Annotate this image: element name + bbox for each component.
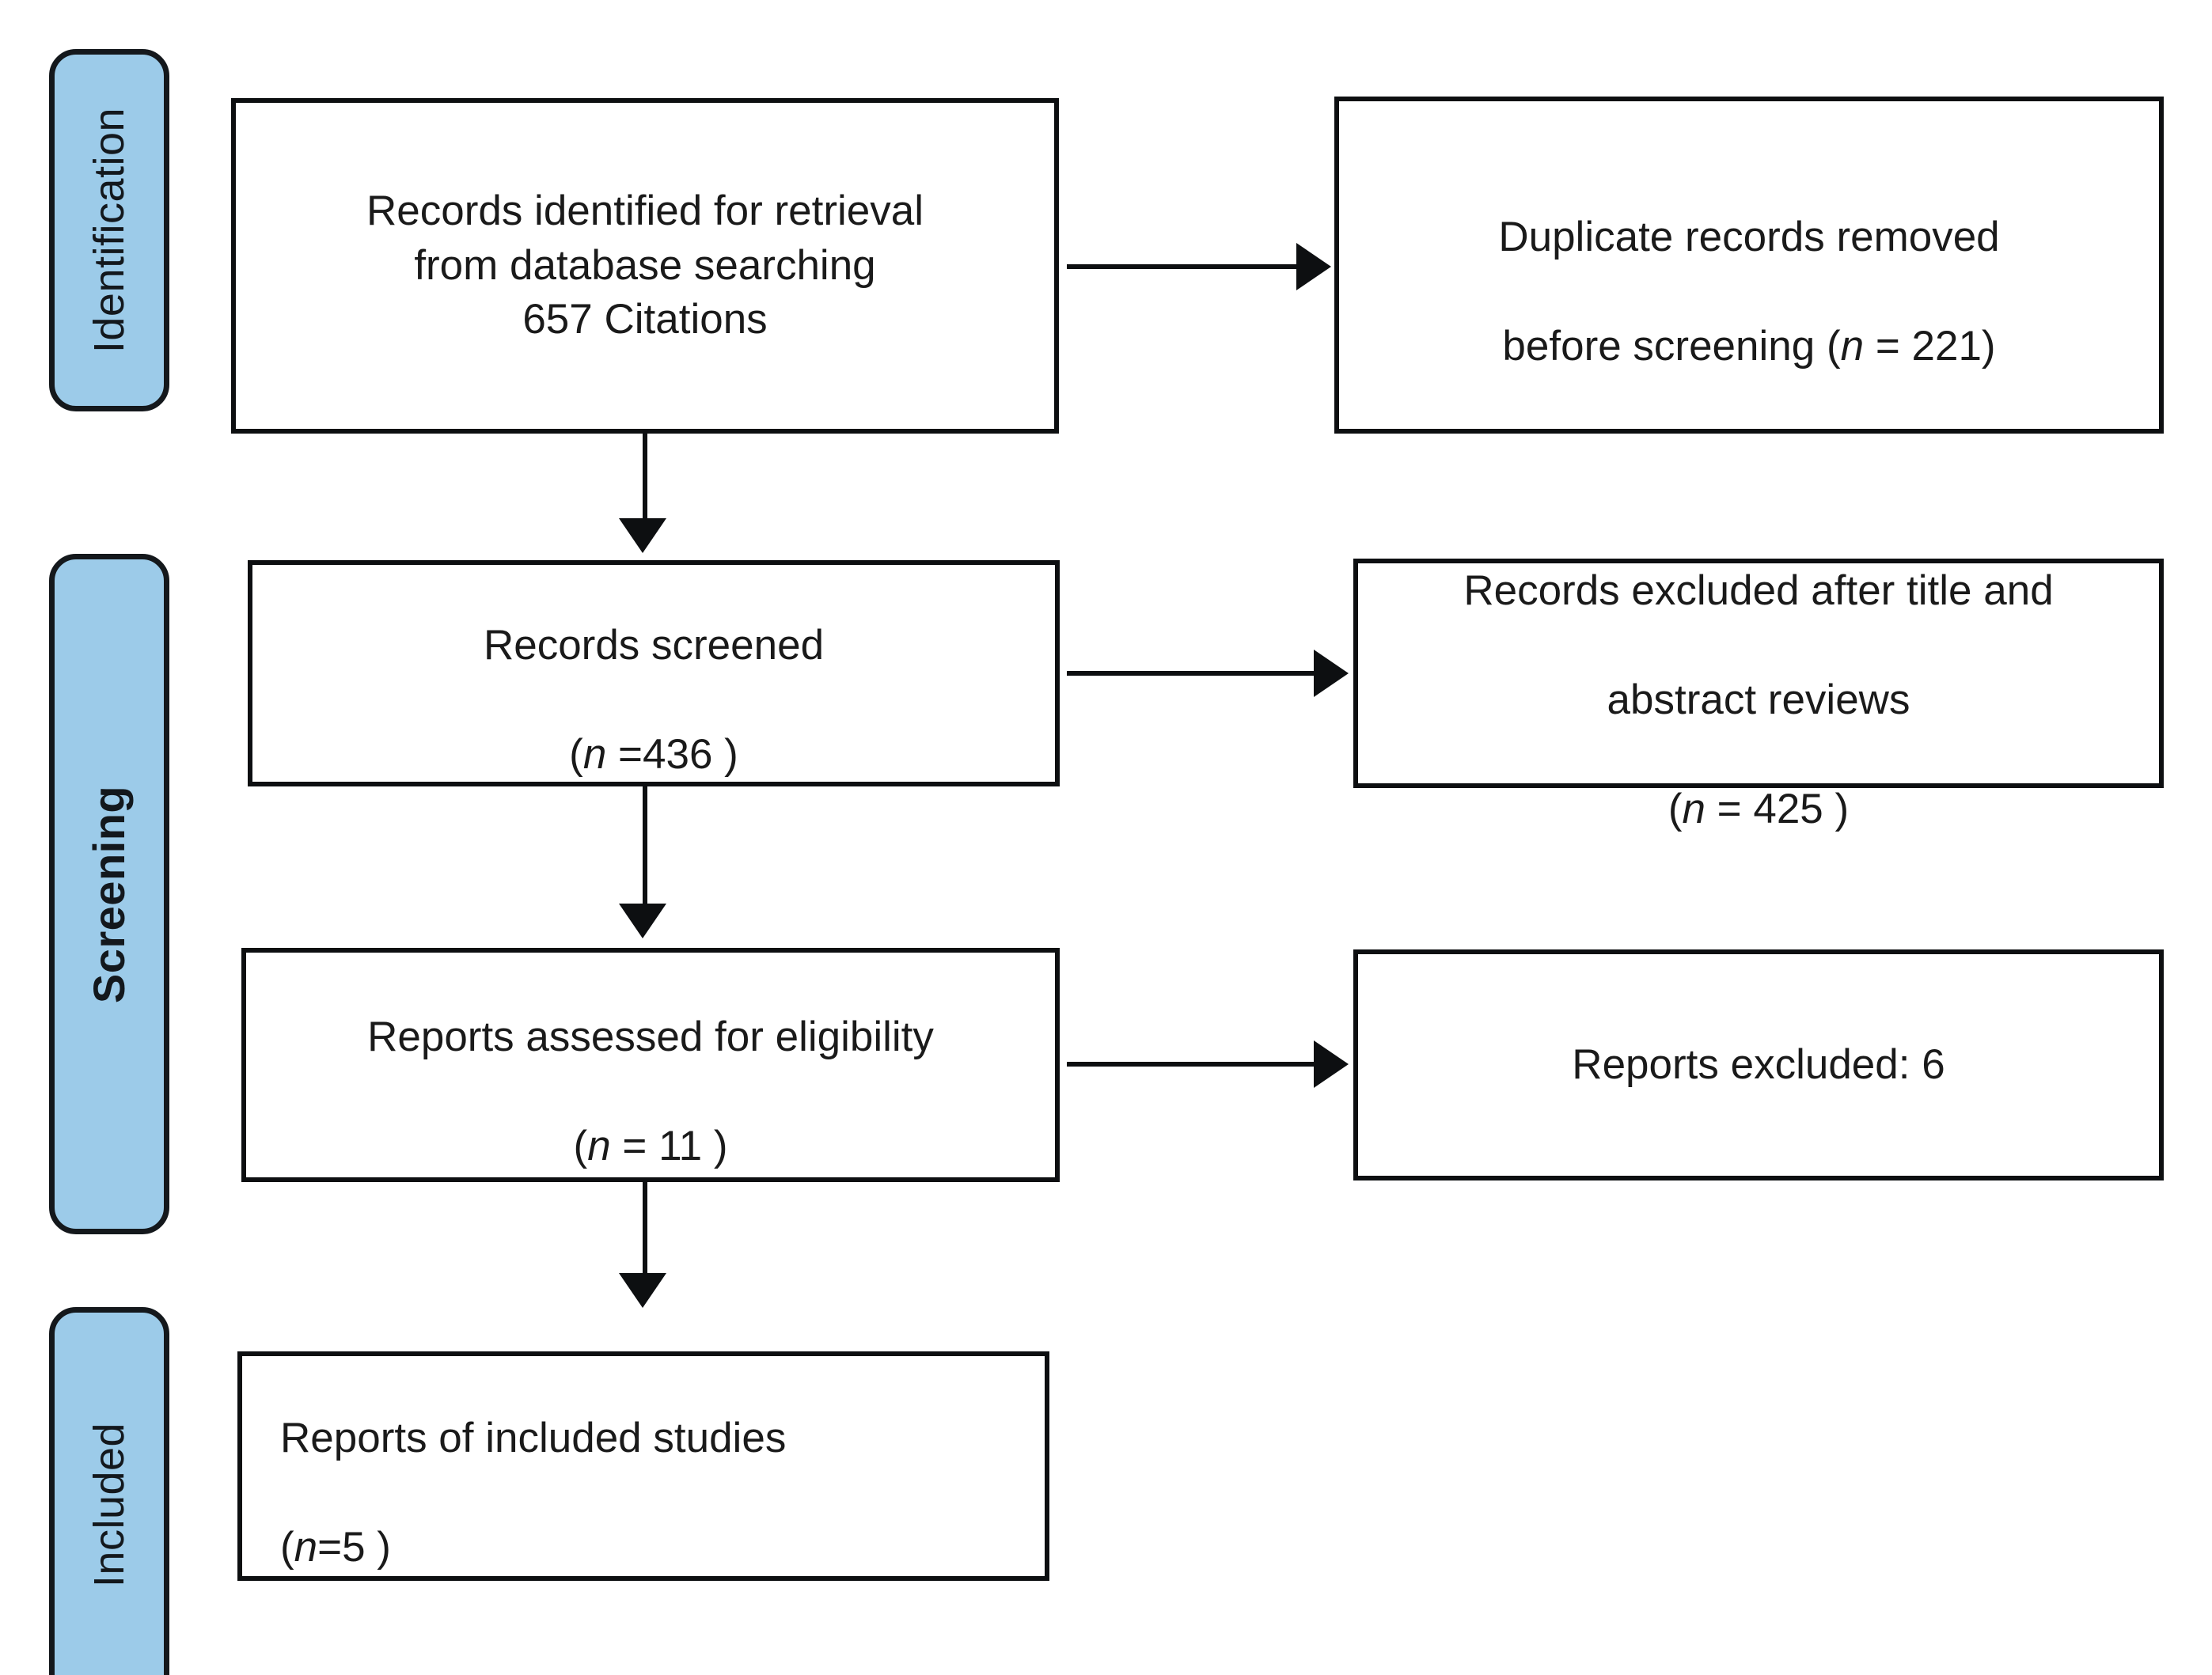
box-records-excluded-title-abstract: Records excluded after title and abstrac…	[1353, 559, 2164, 832]
excluded-ta-line2: abstract reviews	[1607, 676, 1910, 723]
box-duplicate-records-removed-text: Duplicate records removed before screeni…	[1498, 156, 1999, 374]
stage-pill-screening: Screening	[49, 554, 169, 1234]
stage-pill-identification: Identification	[49, 49, 169, 411]
arrow-down-icon-eligibility-to-included	[619, 1273, 666, 1308]
stage-label-included: Included	[85, 1422, 134, 1588]
box-records-identified-text: Records identified for retrieval from da…	[366, 187, 924, 343]
box-reports-excluded-text: Reports excluded: 6	[1572, 1040, 1945, 1088]
screened-n-symbol: n	[582, 730, 607, 778]
included-line2-suffix: =5 )	[317, 1523, 391, 1571]
screened-line1: Records screened	[483, 622, 825, 669]
connector-line-screened-to-eligibility	[643, 786, 647, 905]
connector-line-screened-to-excluded-title-abstract	[1067, 671, 1315, 676]
eligibility-line2-prefix: (	[573, 1122, 588, 1169]
connector-line-eligibility-to-included	[643, 1182, 647, 1275]
included-line1: Reports of included studies	[280, 1415, 787, 1462]
stage-pill-included: Included	[49, 1307, 169, 1675]
duplicates-line1: Duplicate records removed	[1498, 214, 2000, 261]
arrow-right-icon-identified-to-duplicates	[1296, 243, 1331, 290]
eligibility-n-symbol: n	[587, 1122, 611, 1169]
box-records-screened: Records screened (n =436 )	[248, 560, 1060, 786]
box-duplicate-records-removed: Duplicate records removed before screeni…	[1334, 97, 2164, 434]
box-reports-assessed-eligibility: Reports assessed for eligibility (n = 11…	[241, 948, 1060, 1182]
connector-line-eligibility-to-excluded-reports	[1067, 1062, 1315, 1067]
stage-label-identification: Identification	[85, 107, 134, 354]
duplicates-line2-suffix: = 221)	[1864, 322, 1996, 369]
box-records-excluded-title-abstract-text: Records excluded after title and abstrac…	[1463, 510, 2053, 836]
eligibility-line1: Reports assessed for eligibility	[367, 1014, 934, 1061]
excluded-ta-n-symbol: n	[1682, 785, 1705, 832]
duplicates-n-symbol: n	[1840, 322, 1865, 369]
arrow-down-icon-screened-to-eligibility	[619, 904, 666, 938]
arrow-right-icon-screened-to-excluded-title-abstract	[1314, 650, 1349, 697]
screened-line2-suffix: =436 )	[606, 730, 738, 778]
box-reports-assessed-eligibility-text: Reports assessed for eligibility (n = 11…	[367, 956, 934, 1174]
excluded-ta-line3-prefix: (	[1668, 785, 1683, 832]
box-records-screened-text: Records screened (n =436 )	[484, 564, 824, 783]
duplicates-line2-prefix: before screening (	[1502, 322, 1841, 369]
included-line2-prefix: (	[280, 1523, 294, 1571]
box-reports-excluded: Reports excluded: 6	[1353, 949, 2164, 1180]
box-reports-included-studies: Reports of included studies (n=5 )	[237, 1351, 1049, 1581]
excluded-ta-line1: Records excluded after title and	[1463, 567, 2054, 615]
included-n-symbol: n	[294, 1523, 318, 1571]
connector-line-identified-to-duplicates	[1067, 264, 1298, 269]
excluded-ta-line3-suffix: = 425 )	[1705, 785, 1850, 832]
arrow-right-icon-eligibility-to-excluded-reports	[1314, 1040, 1349, 1088]
box-reports-included-studies-text: Reports of included studies (n=5 )	[280, 1357, 786, 1575]
stage-label-screening: Screening	[84, 785, 135, 1003]
screened-line2-prefix: (	[569, 730, 583, 778]
connector-line-identified-to-screened	[643, 434, 647, 521]
box-records-identified: Records identified for retrieval from da…	[231, 98, 1059, 434]
eligibility-line2-suffix: = 11 )	[610, 1122, 728, 1169]
arrow-down-icon-identified-to-screened	[619, 518, 666, 553]
